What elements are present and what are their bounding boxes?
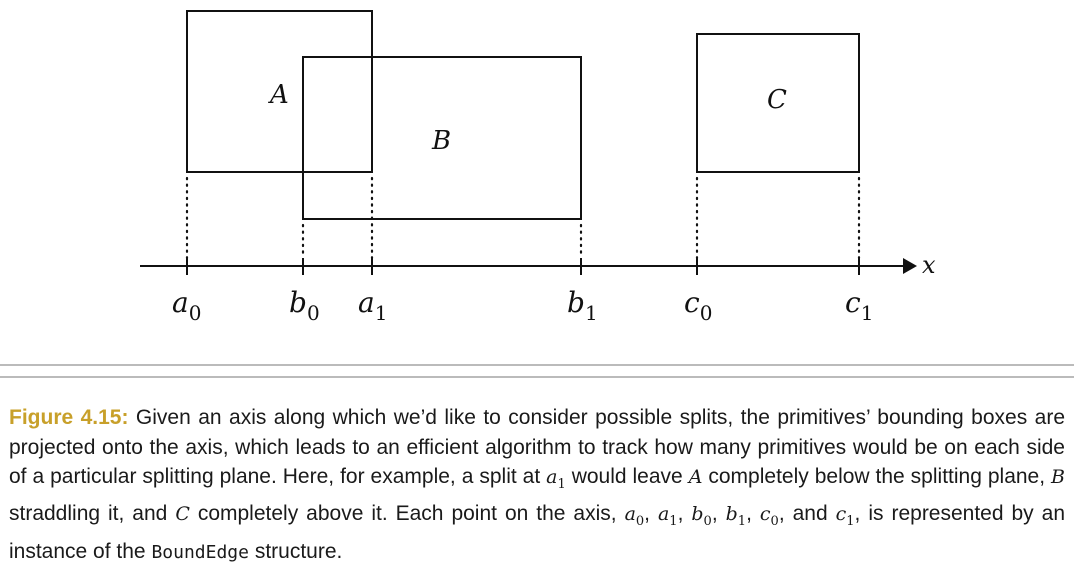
x-axis-arrowhead xyxy=(903,258,917,274)
x-axis-label: x xyxy=(922,251,936,279)
box-b xyxy=(302,56,582,220)
math-box-b: B xyxy=(1051,466,1065,488)
box-c xyxy=(696,33,860,173)
separator-rule-top xyxy=(0,364,1074,366)
tick-label-c1: c1 xyxy=(845,286,873,325)
tick-label-b0: b0 xyxy=(289,286,320,325)
box-a xyxy=(186,10,373,173)
code-boundedge: BoundEdge xyxy=(151,541,249,563)
caption-text-4: straddling it, and xyxy=(9,502,176,526)
caption-text-5: completely above it. Each point on the a… xyxy=(189,502,625,526)
math-box-c: C xyxy=(175,503,190,526)
tick-label-a1: a1 xyxy=(358,286,387,325)
box-c-label: C xyxy=(767,85,787,115)
math-point-a0: a0 xyxy=(624,503,645,530)
caption-separator: , xyxy=(644,502,658,526)
math-point-b0: b0 xyxy=(691,503,712,530)
caption-separator: , and xyxy=(778,502,836,526)
math-a1: a1 xyxy=(546,466,566,492)
caption-text-2: would leave xyxy=(565,465,689,488)
math-point-b1: b1 xyxy=(725,503,747,530)
caption-separator: , xyxy=(677,502,692,526)
figure-caption: Figure 4.15: Given an axis along which w… xyxy=(9,403,1065,567)
math-point-a1: a1 xyxy=(657,503,678,530)
figure-label: Figure 4.15: xyxy=(9,406,129,429)
box-a-label: A xyxy=(268,80,289,110)
caption-text-7: structure. xyxy=(248,539,343,563)
caption-separator: , xyxy=(746,502,760,526)
caption-separator: , xyxy=(711,502,726,526)
tick-label-c0: c0 xyxy=(684,286,712,325)
separator-rule-bottom xyxy=(0,376,1074,378)
tick-label-b1: b1 xyxy=(567,286,598,325)
math-point-c1: c1 xyxy=(835,503,855,530)
bounding-box-projection-diagram: A B C x a0 b0 a1 b1 c0 c1 xyxy=(140,10,936,325)
caption-text-1: Given an axis along which we’d like to c… xyxy=(9,406,1065,488)
math-point-c0: c0 xyxy=(759,503,779,530)
math-box-a: A xyxy=(688,466,703,488)
caption-text-3: completely below the splitting plane, xyxy=(702,465,1052,488)
tick-label-a0: a0 xyxy=(172,286,201,325)
box-b-label: B xyxy=(431,126,451,156)
